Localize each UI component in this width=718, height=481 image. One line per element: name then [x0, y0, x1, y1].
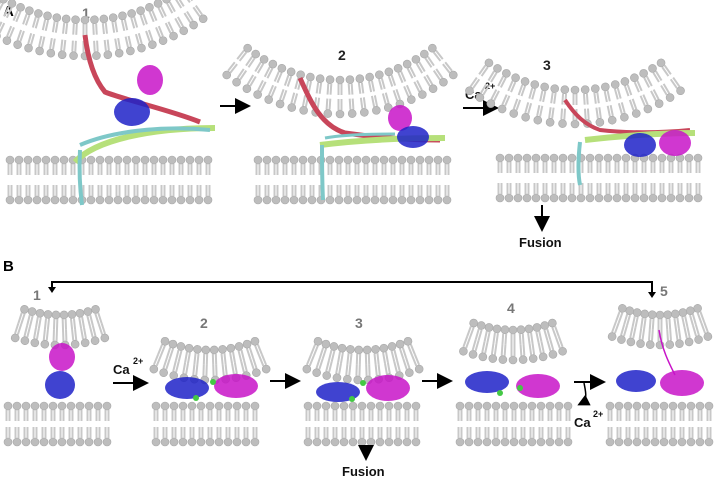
vesicle-membrane: [462, 56, 688, 129]
syntaxin-tmd: [320, 144, 325, 201]
vesicle-membrane: [0, 0, 210, 61]
panel-b-step-1: 1: [3, 287, 112, 447]
c2b-domain: [214, 374, 258, 398]
vesicle-membrane: [457, 316, 569, 365]
c2a-domain: [465, 371, 509, 393]
c2b-domain: [516, 374, 560, 398]
c2a-domain: [114, 98, 150, 126]
fusion-label: Fusion: [519, 235, 562, 250]
c2b-domain: [388, 105, 412, 131]
c2b-domain: [49, 343, 75, 371]
panel-a-step-1-number: 1: [82, 5, 90, 21]
panel-b-step-3-number: 3: [355, 315, 363, 331]
calcium-ion: [210, 379, 216, 385]
panel-b-step-4-number: 4: [507, 300, 515, 316]
plasma-membrane: [303, 401, 421, 447]
syntaxin-helix: [324, 132, 396, 140]
vesicle-membrane: [300, 335, 426, 386]
c2a-domain: [397, 126, 429, 148]
calcium-charge: 2+: [485, 81, 495, 91]
calcium-arrow-b1-to-b2: Ca 2+: [113, 356, 149, 391]
panel-b-step-1-number: 1: [33, 287, 41, 303]
panel-a-step-2-number: 2: [338, 47, 346, 63]
calcium-label: Ca: [113, 362, 130, 377]
vesicle-membrane: [9, 303, 111, 351]
c2a-domain: [45, 371, 75, 399]
panel-a-step-3: 3 Fusion: [462, 56, 703, 250]
panel-b-step-5: 5: [605, 283, 715, 447]
calcium-ion: [193, 395, 199, 401]
calcium-release-arrow-b4-to-b5: Ca 2+: [574, 374, 606, 430]
plasma-membrane: [253, 155, 452, 205]
calcium-release-arrow: [577, 382, 591, 406]
panel-b-step-4: 4: [455, 300, 573, 447]
fusion-label: Fusion: [342, 464, 385, 479]
plasma-membrane: [5, 155, 213, 205]
panel-b-step-5-number: 5: [660, 283, 668, 299]
panel-b-step-2: 2: [147, 315, 273, 447]
panel-b-step-2-number: 2: [200, 315, 208, 331]
synaptobrevin-helix: [82, 34, 201, 125]
c2a-domain: [165, 377, 209, 399]
plasma-membrane: [495, 153, 703, 203]
calcium-ion: [360, 380, 366, 386]
calcium-release-charge: 2+: [593, 409, 603, 419]
panel-a-step-1: 1: [0, 0, 216, 206]
panel-a-label: A: [3, 3, 14, 20]
c2b-domain: [659, 130, 691, 156]
plasma-membrane: [3, 401, 112, 447]
snap25-helix: [319, 135, 446, 148]
syntaxin-tmd: [77, 149, 84, 206]
c2a-domain: [616, 370, 656, 392]
panel-b-label: B: [3, 258, 14, 275]
plasma-membrane: [605, 401, 714, 447]
vesicle-membrane: [605, 302, 715, 350]
plasma-membrane: [151, 401, 260, 447]
c2b-domain: [366, 375, 410, 401]
calcium-ion: [497, 390, 503, 396]
c2a-domain: [316, 382, 360, 402]
plasma-membrane: [455, 401, 573, 447]
cycle-arrowhead-right: [648, 292, 656, 298]
calcium-release-label: Ca: [574, 415, 591, 430]
panel-b-step-3: 3 Fusion: [300, 315, 426, 479]
c2a-domain: [624, 133, 656, 157]
panel-a-step-3-number: 3: [543, 57, 551, 73]
panel-a-step-2: 2: [220, 41, 460, 205]
vesicle-membrane: [147, 335, 273, 386]
calcium-ion: [349, 396, 355, 402]
cycle-arrowhead-left: [48, 287, 56, 293]
syntaxin-helix: [79, 126, 211, 147]
calcium-ion: [517, 385, 523, 391]
c2b-domain: [660, 370, 704, 396]
cycle-bracket: [51, 281, 653, 294]
syntaxin-tmd: [576, 141, 582, 186]
c2b-domain: [137, 65, 163, 95]
calcium-charge: 2+: [133, 356, 143, 366]
